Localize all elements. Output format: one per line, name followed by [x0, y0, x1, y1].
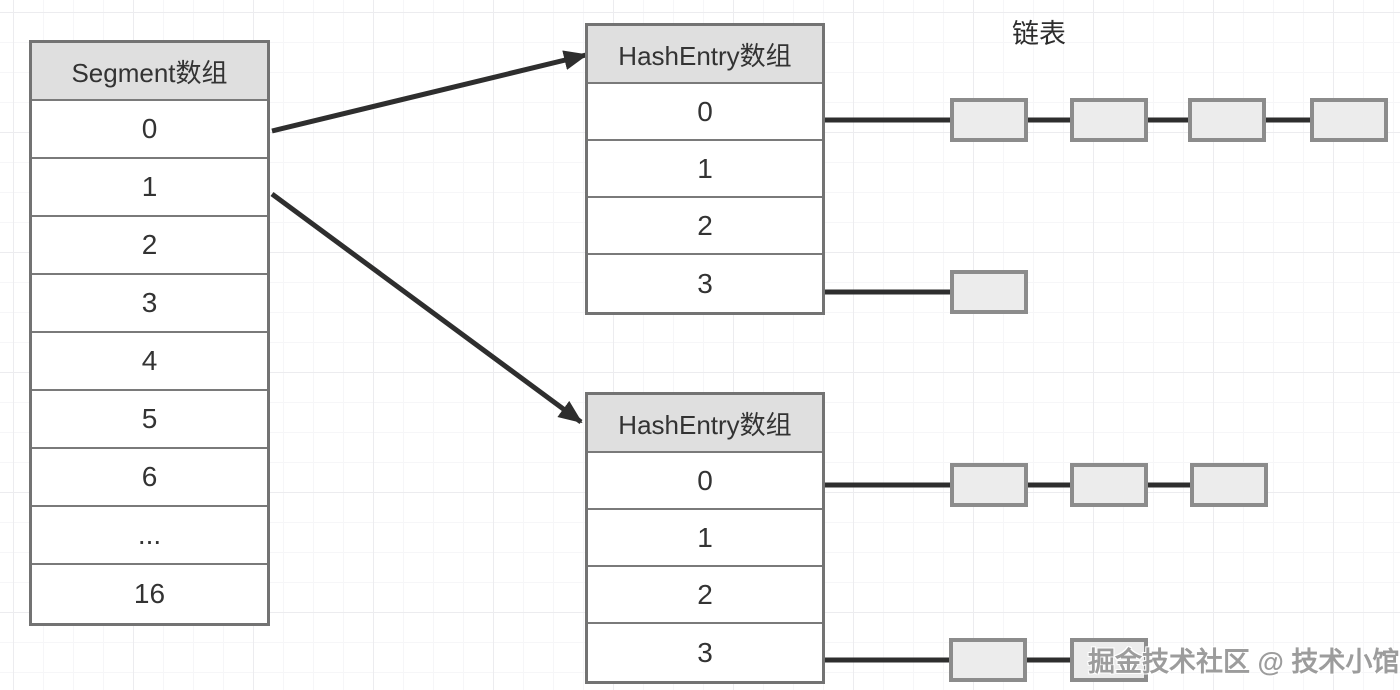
hashentry-top-header: HashEntry数组	[588, 26, 822, 84]
segment-cell-2: 2	[32, 217, 267, 275]
segment-array-table: Segment数组 0 1 2 3 4 5 6 ... 16	[29, 40, 270, 626]
hashentry-bottom-header: HashEntry数组	[588, 395, 822, 453]
segment-table-header: Segment数组	[32, 43, 267, 101]
segment-cell-0: 0	[32, 101, 267, 159]
hashentry-array-table-bottom: HashEntry数组 0 1 2 3	[585, 392, 825, 684]
hashentry-bottom-cell-0: 0	[588, 453, 822, 510]
list-node	[1310, 98, 1388, 142]
hashentry-top-cell-2: 2	[588, 198, 822, 255]
hashentry-top-cell-1: 1	[588, 141, 822, 198]
segment-cell-4: 4	[32, 333, 267, 391]
linked-list-label: 链表	[1012, 19, 1066, 49]
hashentry-bottom-cell-1: 1	[588, 510, 822, 567]
hashentry-top-cell-0: 0	[588, 84, 822, 141]
segment-cell-1: 1	[32, 159, 267, 217]
segment-cell-16: 16	[32, 565, 267, 623]
hashentry-bottom-cell-2: 2	[588, 567, 822, 624]
hashentry-bottom-cell-3: 3	[588, 624, 822, 681]
list-node	[950, 463, 1028, 507]
hashentry-top-cell-3: 3	[588, 255, 822, 312]
arrow-segment0-to-top-hashentry	[271, 50, 588, 134]
list-node	[1070, 463, 1148, 507]
list-node	[950, 98, 1028, 142]
segment-cell-5: 5	[32, 391, 267, 449]
watermark: 掘金技术社区 @ 技术小馆	[1088, 647, 1400, 677]
list-node	[950, 270, 1028, 314]
segment-cell-ellipsis: ...	[32, 507, 267, 565]
list-node	[1188, 98, 1266, 142]
list-node	[949, 638, 1027, 682]
list-node	[1070, 638, 1148, 682]
list-node	[1070, 98, 1148, 142]
list-node	[1190, 463, 1268, 507]
hashentry-array-table-top: HashEntry数组 0 1 2 3	[585, 23, 825, 315]
segment-cell-3: 3	[32, 275, 267, 333]
arrow-segment1-to-bottom-hashentry	[270, 191, 583, 425]
segment-cell-6: 6	[32, 449, 267, 507]
